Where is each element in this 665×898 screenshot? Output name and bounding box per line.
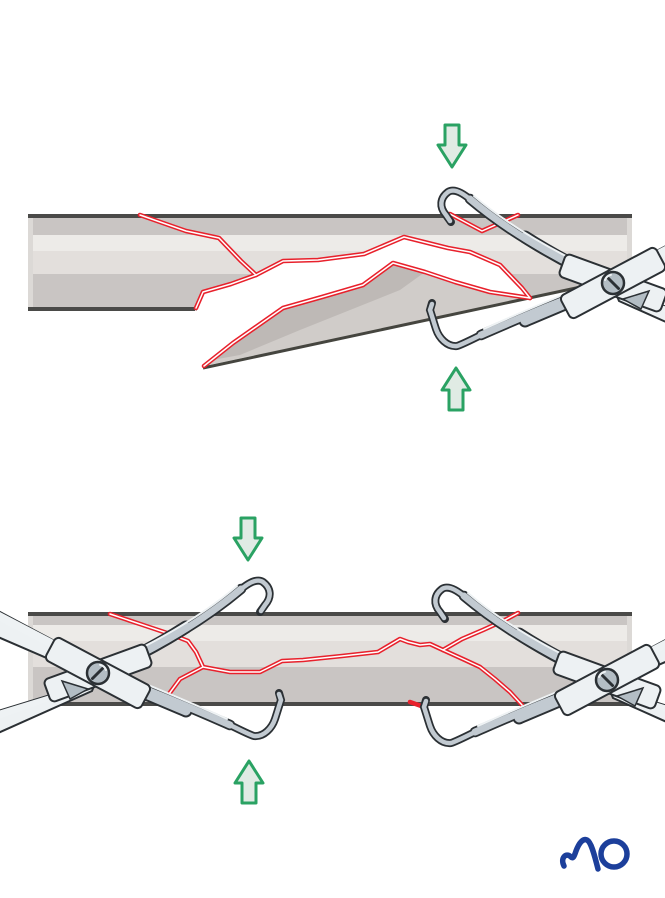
ao-logo xyxy=(559,836,630,872)
fracture-gap xyxy=(196,237,530,366)
bone-top xyxy=(28,214,633,370)
compression-arrow-down-top xyxy=(436,123,468,169)
fracture-lines-bottom xyxy=(107,610,525,710)
compression-arrow-down-bottom xyxy=(232,516,264,562)
compression-arrow-up-top xyxy=(440,366,472,412)
fracture-lines-top xyxy=(137,211,533,369)
wedge-fragment xyxy=(204,263,530,366)
panel-top-unreduced-fracture xyxy=(28,123,665,412)
compression-arrow-up-bottom xyxy=(233,759,265,805)
panel-bottom-reduced-fracture xyxy=(0,516,665,805)
